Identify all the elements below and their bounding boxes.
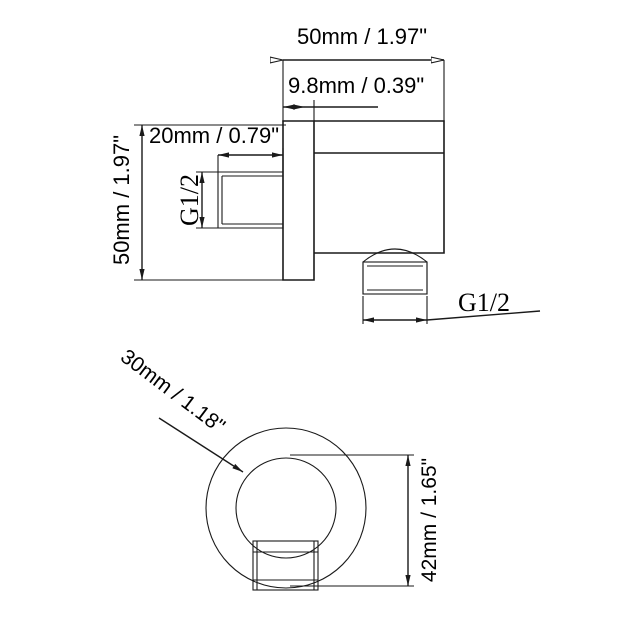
outer-flange-circle bbox=[205, 427, 367, 589]
dimension-inlet-thread bbox=[196, 171, 220, 229]
label-plate-thickness: 9.8mm / 0.39" bbox=[288, 73, 425, 98]
label-inlet-thread: G1/2 bbox=[175, 174, 204, 226]
body-block-outline bbox=[314, 120, 445, 254]
label-front-height: 42mm / 1.65" bbox=[418, 457, 441, 583]
dimension-front-height bbox=[290, 454, 414, 587]
label-outlet-thread: G1/2 bbox=[458, 288, 510, 317]
dimension-flange-height bbox=[134, 124, 286, 281]
label-top-width: 50mm / 1.97" bbox=[297, 24, 428, 49]
front-view bbox=[158, 417, 414, 591]
dimension-inner-diameter bbox=[158, 417, 244, 473]
front-outlet-nipple bbox=[252, 540, 319, 591]
inner-flange-circle bbox=[235, 457, 337, 559]
dimension-plate-thickness bbox=[283, 100, 378, 121]
wall-plate-outline bbox=[282, 120, 315, 281]
dimension-top-width bbox=[283, 60, 445, 122]
dimension-outlet-thread bbox=[362, 296, 541, 324]
dimension-inlet-depth bbox=[217, 148, 284, 172]
outlet-nipple bbox=[362, 248, 428, 295]
label-inlet-depth: 20mm / 0.79" bbox=[149, 123, 280, 148]
side-section-view bbox=[134, 60, 541, 324]
label-flange-height: 50mm / 1.97" bbox=[109, 134, 134, 266]
inlet-thread-spigot bbox=[217, 171, 284, 229]
